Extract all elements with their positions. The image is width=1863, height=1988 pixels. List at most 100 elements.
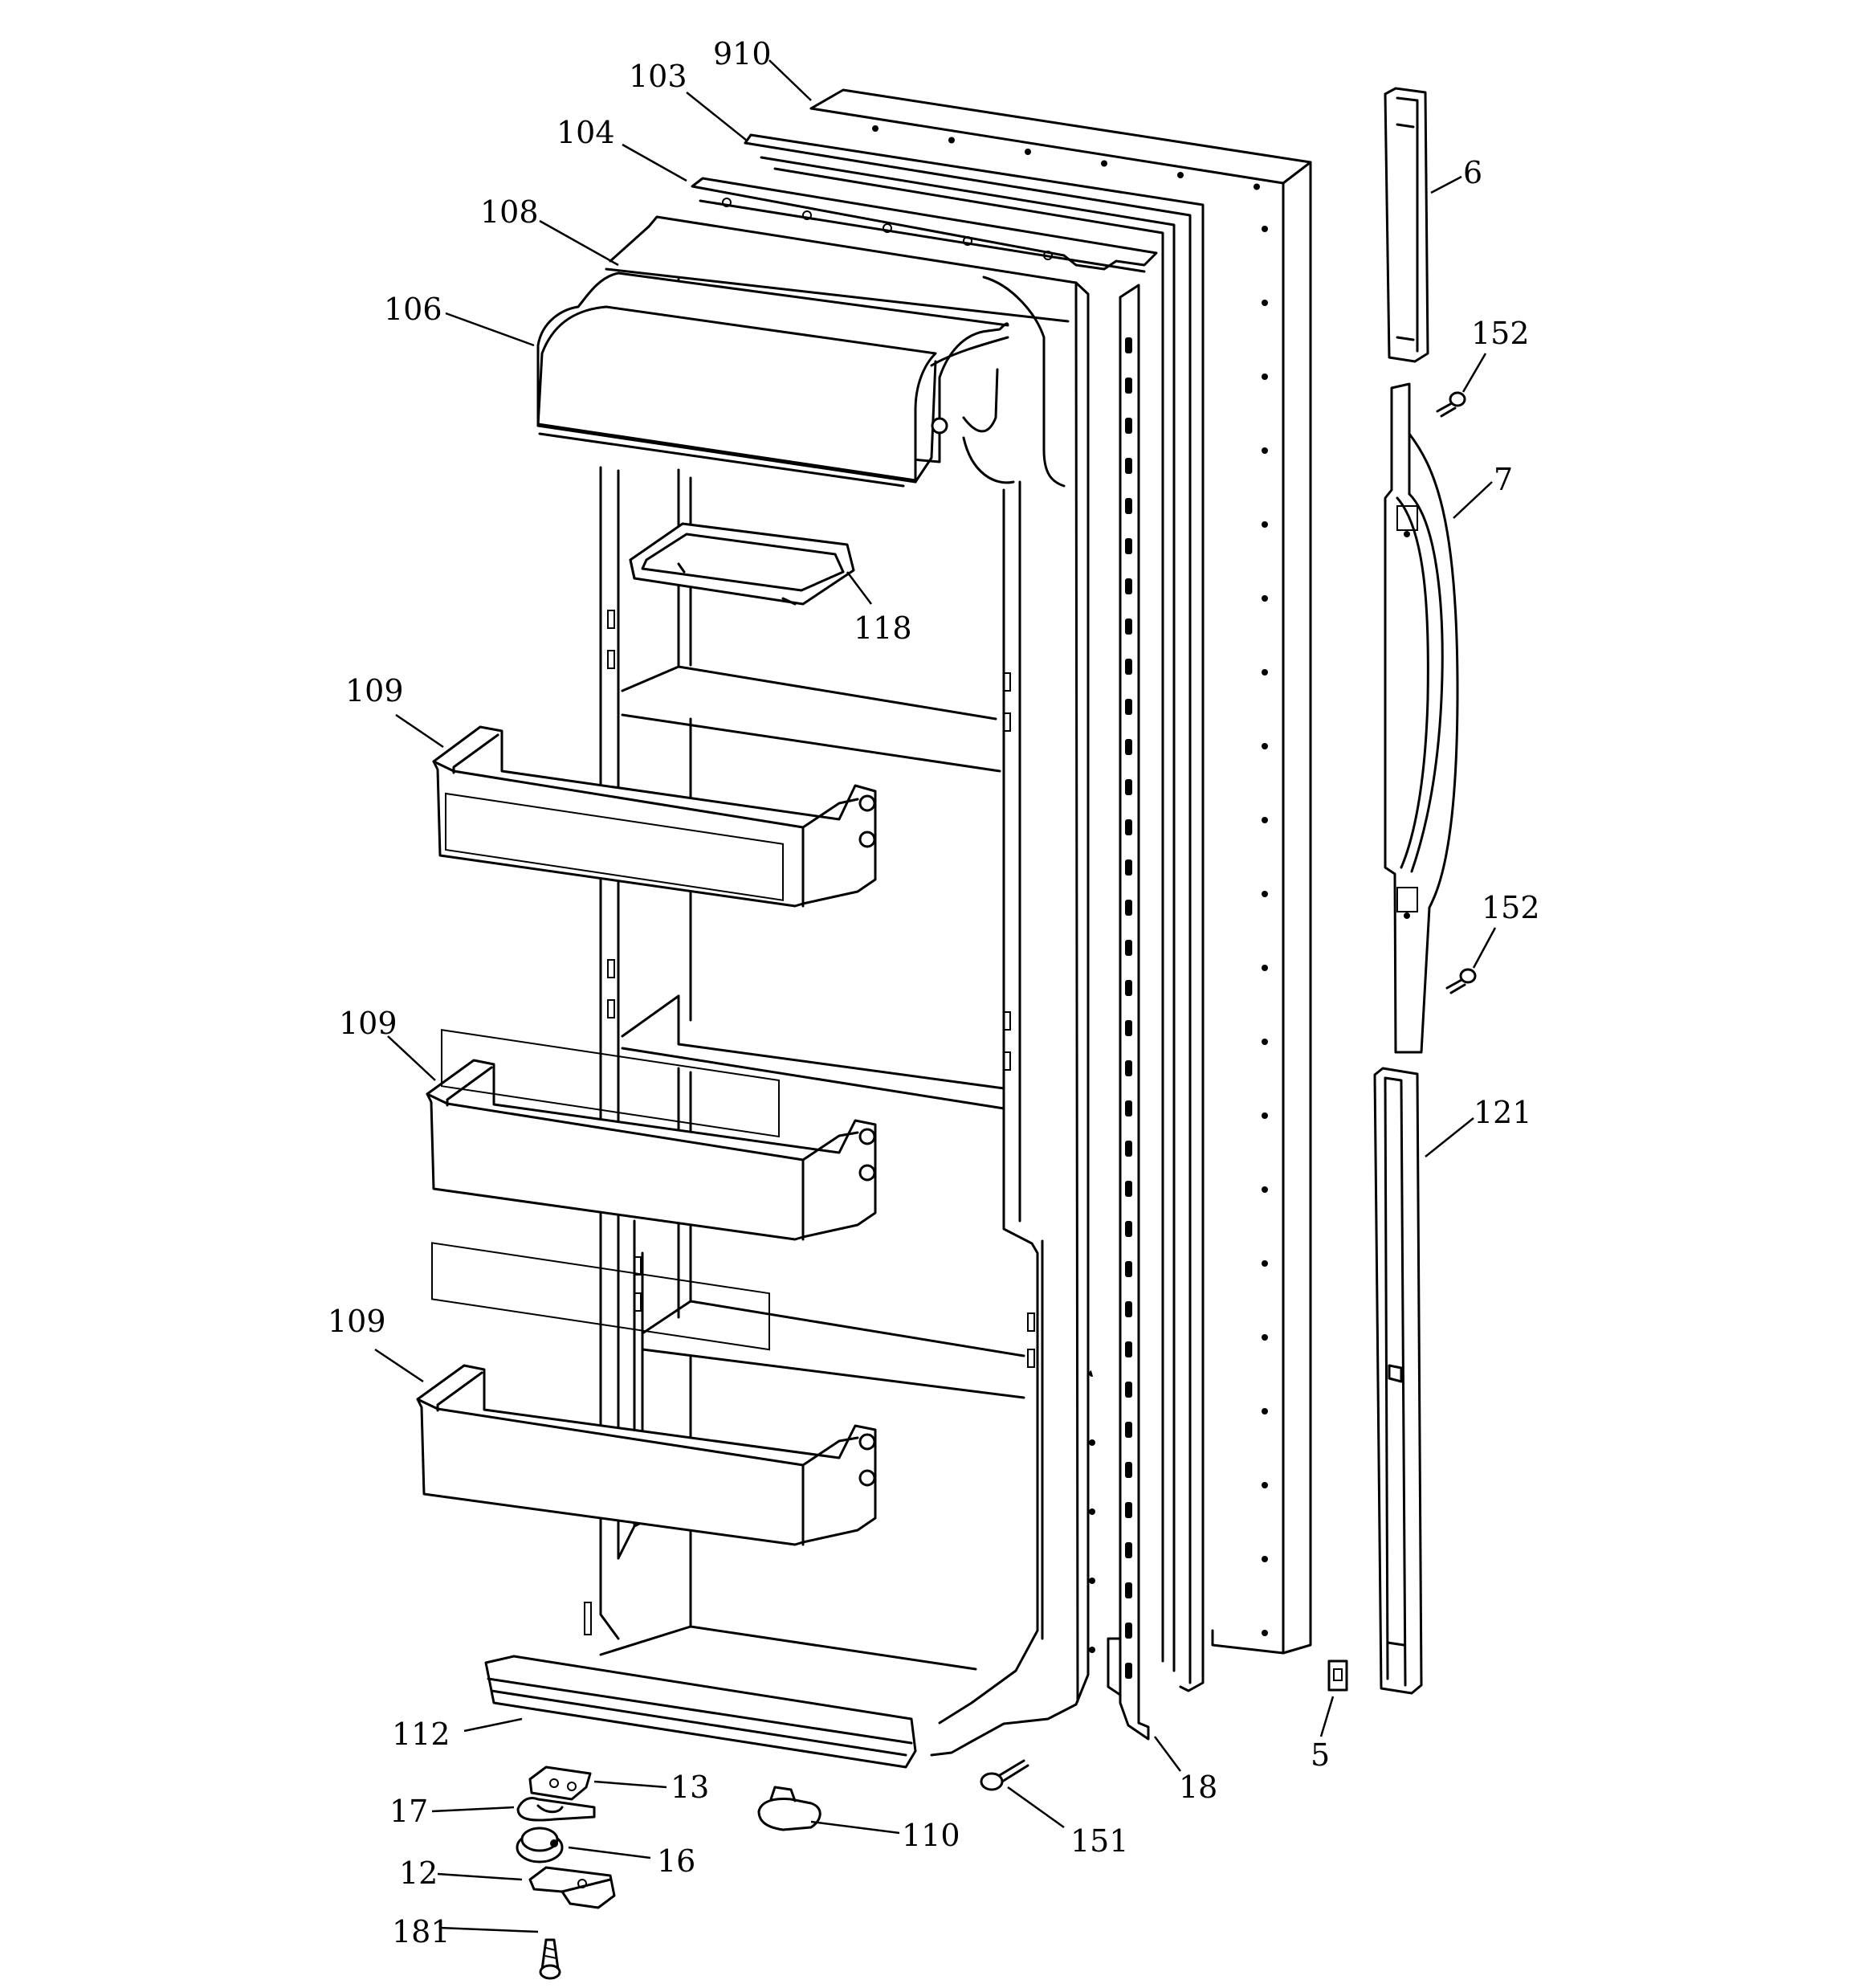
- leader-lines: [374, 59, 1497, 1933]
- strip-hole: [1125, 538, 1132, 554]
- panel-hole: [1262, 1334, 1268, 1341]
- panel-hole: [1254, 183, 1260, 190]
- callout-112: 112: [392, 1717, 450, 1752]
- liner-hole: [1089, 1647, 1095, 1653]
- dairy-compartment-cover: [536, 267, 1070, 488]
- callout-109-top: 109: [345, 673, 404, 708]
- strip-hole: [1125, 1422, 1132, 1438]
- hinge-shim: [528, 1766, 592, 1801]
- strip-hole: [1125, 980, 1132, 996]
- callout-104: 104: [556, 115, 615, 150]
- panel-hole: [1262, 1556, 1268, 1562]
- panel-hole: [1262, 447, 1268, 454]
- handle-cap-top: [1384, 87, 1429, 363]
- hinge-bracket: [528, 1866, 616, 1909]
- liner-hole: [1089, 1439, 1095, 1446]
- liner-hole: [1089, 1508, 1095, 1515]
- callout-110: 110: [902, 1818, 960, 1853]
- panel-hole: [948, 137, 955, 144]
- strip-hole: [1125, 1502, 1132, 1518]
- callout-17: 17: [389, 1794, 428, 1829]
- panel-hole: [1262, 521, 1268, 528]
- callout-910: 910: [713, 36, 772, 71]
- door-bin-middle: [426, 1029, 877, 1241]
- strip-hole: [1125, 458, 1132, 474]
- strip-hole: [1125, 1221, 1132, 1237]
- callout-108: 108: [480, 194, 539, 230]
- door-handle: [1384, 382, 1459, 1054]
- callout-18: 18: [1179, 1770, 1217, 1805]
- callout-13: 13: [671, 1770, 709, 1805]
- callout-12: 12: [399, 1855, 438, 1891]
- hinge-washer: [516, 1797, 596, 1822]
- panel-hole: [1177, 172, 1184, 178]
- callout-152-bottom: 152: [1482, 890, 1540, 925]
- strip-hole: [1125, 1542, 1132, 1558]
- panel-hole: [1262, 1039, 1268, 1045]
- panel-hole: [1262, 1112, 1268, 1119]
- panel-hole: [1025, 149, 1031, 155]
- strip-hole: [1125, 1181, 1132, 1197]
- handle-trim-bottom: [1373, 1067, 1423, 1695]
- callout-106: 106: [384, 292, 442, 327]
- inner-door-liner: [584, 215, 1090, 1757]
- liner-hole: [1089, 1578, 1095, 1584]
- callout-121: 121: [1474, 1095, 1532, 1130]
- hinge-bushing: [516, 1827, 564, 1863]
- callout-109-bottom: 109: [328, 1304, 386, 1339]
- panel-hole: [1262, 1630, 1268, 1636]
- strip-hole: [1125, 1020, 1132, 1036]
- strip-hole: [1125, 1341, 1132, 1357]
- strip-hole: [1125, 819, 1132, 835]
- panel-hole: [1262, 965, 1268, 971]
- strip-hole: [1125, 1060, 1132, 1076]
- callout-16: 16: [657, 1843, 695, 1879]
- callout-118: 118: [854, 610, 912, 646]
- hinge-screw: [539, 1938, 561, 1980]
- handle-screw-top: [1436, 391, 1466, 418]
- door-bin-top: [432, 725, 877, 908]
- liner-screw: [980, 1759, 1029, 1791]
- panel-hole: [872, 125, 879, 132]
- strip-hole: [1125, 618, 1132, 635]
- panel-hole: [1262, 1408, 1268, 1414]
- strip-hole: [1125, 859, 1132, 876]
- panel-hole: [1262, 1186, 1268, 1193]
- door-cam: [757, 1786, 821, 1831]
- panel-hole: [1262, 595, 1268, 602]
- panel-hole: [1262, 1260, 1268, 1267]
- panel-hole: [1262, 743, 1268, 749]
- strip-hole: [1125, 739, 1132, 755]
- callout-151: 151: [1070, 1823, 1129, 1859]
- strip-hole: [1125, 779, 1132, 795]
- callout-7: 7: [1494, 462, 1513, 497]
- plug-button: [1327, 1659, 1348, 1692]
- bottom-trim: [484, 1655, 917, 1769]
- strip-hole: [1125, 1623, 1132, 1639]
- panel-hole: [1262, 226, 1268, 232]
- strip-hole: [1125, 1462, 1132, 1478]
- top-strip: [691, 177, 1158, 273]
- strip-hole: [1125, 1100, 1132, 1116]
- strip-hole: [1125, 1301, 1132, 1317]
- strip-hole: [1125, 498, 1132, 514]
- strip-hole: [1125, 337, 1132, 353]
- liner-slots: [584, 610, 1035, 1635]
- strip-hole: [1125, 1261, 1132, 1277]
- door-bin-bottom: [416, 1242, 877, 1546]
- panel-hole: [1262, 1482, 1268, 1488]
- magnet-strip: [1107, 284, 1150, 1741]
- strip-hole: [1125, 1382, 1132, 1398]
- panel-hole: [1262, 817, 1268, 823]
- panel-hole: [1262, 891, 1268, 897]
- strip-hole: [1125, 659, 1132, 675]
- panel-hole: [1262, 669, 1268, 676]
- strip-hole: [1125, 1663, 1132, 1679]
- strip-hole: [1125, 418, 1132, 434]
- callout-6: 6: [1463, 155, 1482, 190]
- callout-181: 181: [392, 1914, 450, 1949]
- strip-hole: [1125, 378, 1132, 394]
- small-shelf-tray: [629, 522, 855, 606]
- panel-hole: [1262, 374, 1268, 380]
